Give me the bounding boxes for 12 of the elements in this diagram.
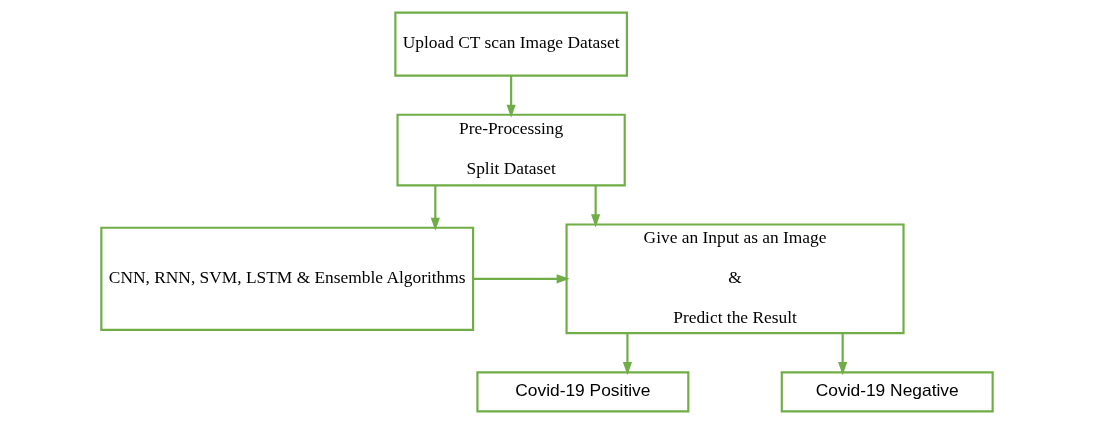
node-box: Covid-19 Positive [475, 371, 689, 413]
arrow [472, 274, 570, 284]
arrow [622, 333, 632, 376]
node-box: CNN, RNN, SVM, LSTM & Ensemble Algorithms [99, 226, 474, 331]
node-box: Covid-19 Negative [780, 371, 994, 413]
arrow [590, 185, 600, 228]
arrow [506, 75, 516, 118]
arrow [430, 185, 440, 231]
node-box: Upload CT scan Image Dataset [393, 11, 628, 77]
arrow [837, 333, 847, 376]
node-box: Give an Input as an Image & Predict the Result [565, 223, 905, 335]
node-box: Pre-Processing Split Dataset [395, 113, 626, 187]
